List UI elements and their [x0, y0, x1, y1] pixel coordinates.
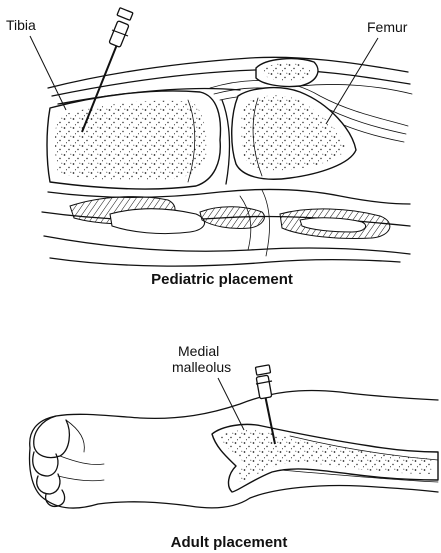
big-toe — [34, 416, 70, 458]
tibia-label: Tibia — [6, 17, 36, 33]
pediatric-placement-caption: Pediatric placement — [151, 271, 293, 288]
adult-placement-caption: Adult placement — [171, 534, 288, 551]
medial-malleolus-label-line1: Medial — [178, 343, 219, 359]
tibia-leader-line — [30, 36, 66, 110]
adult-ankle-illustration — [30, 365, 438, 508]
pediatric-knee-illustration — [30, 8, 412, 266]
medial-malleolus-label-line2: malleolus — [172, 359, 231, 375]
femur-label: Femur — [367, 19, 408, 35]
femur-leader-line — [326, 38, 378, 124]
